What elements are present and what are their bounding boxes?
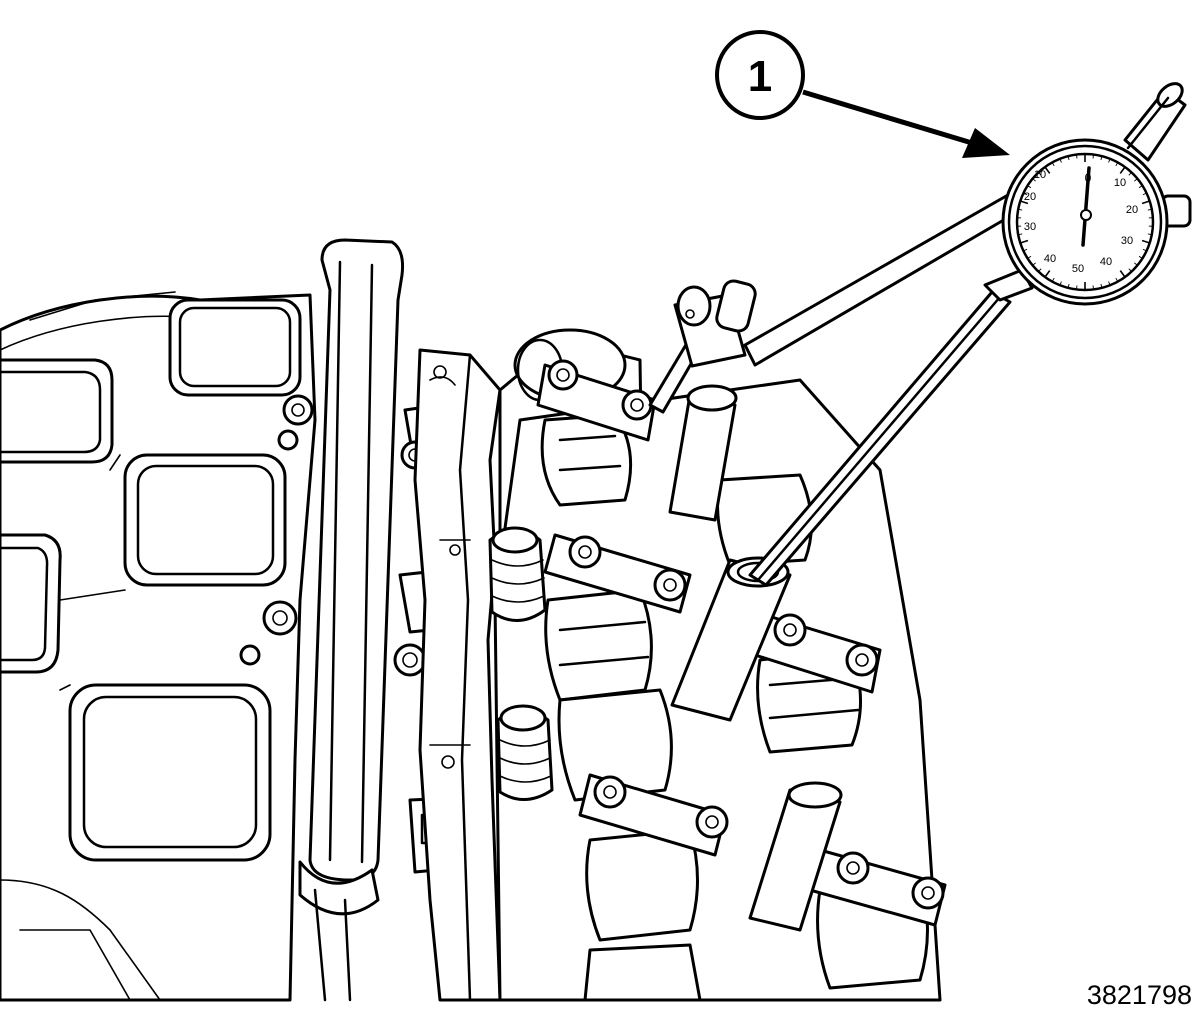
dial-ticks [1017,154,1153,290]
valve-spring [496,704,554,801]
dial-tick [1059,158,1062,163]
camshaft-area [488,328,947,1002]
manifold-nut [277,429,299,451]
dial-tick [1027,255,1032,259]
dial-tick [1119,166,1126,174]
dial-tick [1020,239,1029,244]
dial-tick [1023,248,1028,252]
cap-bolt [621,389,653,421]
dial-tick [1115,277,1119,282]
figure-number: 3821798 [1086,980,1192,1010]
dial-tick [1142,248,1147,252]
dial-tick [1138,255,1143,259]
dial-tick [1023,192,1028,196]
cap-bolt [695,805,729,839]
dial-tick [1067,283,1070,288]
cap-bolt [593,775,627,809]
dial-tick [1044,166,1051,174]
dial-tick [1138,185,1143,189]
dial-tick [1119,270,1126,278]
dial-tick [1076,154,1078,159]
dial-scale: 0 10 20 30 40 50 10 20 30 40 [1024,169,1138,275]
dial-scale-left-40: 40 [1044,253,1056,265]
tappet [668,384,738,522]
dial-tick [1032,262,1036,266]
cap-bolt [836,851,870,885]
dial-scale-right-10: 10 [1114,177,1126,189]
dial-tick [1032,178,1036,182]
dial-tick [1076,285,1078,290]
callout-1-arrowhead [962,128,1010,158]
camshaft-lobe [583,943,702,1002]
dial-tick [1142,192,1147,196]
dial-tick [1051,162,1055,167]
dial-needle [1080,166,1092,247]
dial-tick [1134,178,1138,182]
manifold-bolt [262,600,298,636]
dial-tick [1147,233,1152,236]
dial-tick [1044,270,1051,278]
dial-scale-left-20: 20 [1024,191,1036,203]
dial-tick [1134,262,1138,266]
cap-bolt [547,359,579,391]
manifold-nut [239,644,261,666]
dial-tick [1141,239,1150,244]
callout-1-circle [715,30,805,120]
dial-tick [1100,283,1103,288]
intake-manifold [0,291,317,1002]
dial-tick [1059,281,1062,286]
dial-tick [1020,200,1029,205]
dial-tick [1108,281,1111,286]
cap-bolt [845,643,879,677]
dial-scale-bottom: 50 [1072,263,1084,275]
dial-scale-left-10: 10 [1034,169,1046,181]
dial-indicator [648,82,1192,587]
dial-tick [1092,285,1094,290]
dial-tick [1038,268,1042,272]
dial-scale-right-30: 30 [1121,235,1133,247]
tappet [748,781,843,932]
dial-tick [1115,162,1119,167]
dial-tick [1108,158,1111,163]
cap-bolt [653,568,687,602]
cap-bolt [911,876,945,910]
valve-spring [488,526,547,622]
dial-scale-left-30: 30 [1024,221,1036,233]
dial-tick [1051,277,1055,282]
camshaft-lobe [557,688,673,802]
callout-1-leader [802,89,973,146]
dial-tick [1128,268,1132,272]
dial-scale-right-40: 40 [1100,256,1112,268]
intake-port [168,298,302,397]
manifold-bolt [282,394,314,426]
callout-1: 1 [715,30,1010,158]
dial-tick [1018,208,1023,211]
dial-tick [1067,156,1070,161]
camshaft-lobe [544,588,653,702]
dial-tick [1100,156,1103,161]
dial-tick [1141,200,1150,205]
dial-tick [1038,172,1042,176]
dial-tick [1018,233,1023,236]
fuel-rail [298,238,404,1002]
cap-bolt [568,535,602,569]
cap-bolt [773,613,807,647]
dial-tick [1147,208,1152,211]
camshaft-lobe [585,828,699,942]
dial-tick [1128,172,1132,176]
dial-tick [1092,154,1094,159]
callout-1-label: 1 [748,52,772,101]
intake-port [68,683,272,862]
dial-scale-right-20: 20 [1126,204,1138,216]
dial-tick [1027,185,1032,189]
intake-port [123,453,287,587]
